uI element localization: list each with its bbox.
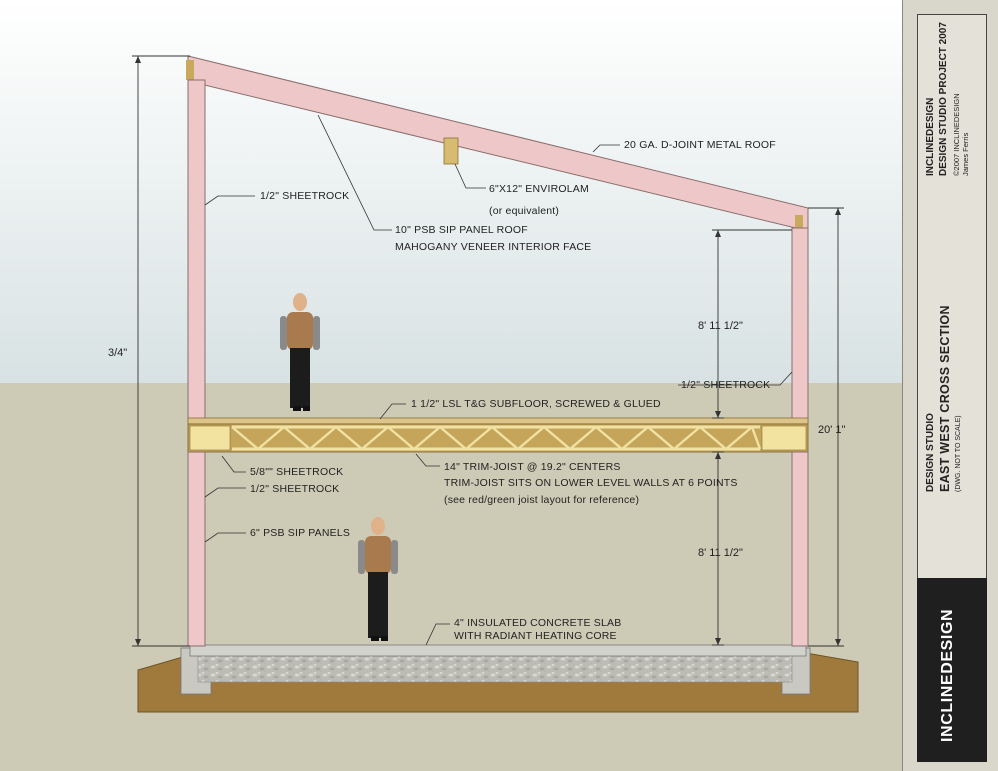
label-sip-roof-line2: MAHOGANY VENEER INTERIOR FACE — [395, 241, 591, 253]
label-beam-line2: (or equivalent) — [489, 205, 559, 217]
label-slab-line2: WITH RADIANT HEATING CORE — [454, 630, 617, 642]
truss-web-member — [309, 426, 337, 450]
dim-label-upper-level: 8' 11 1/2" — [698, 320, 743, 332]
dim-label-left-total: 3/4" — [108, 347, 127, 359]
tb-author: James Ferris — [961, 132, 970, 176]
leader-lines — [204, 114, 793, 646]
brand-panel — [917, 578, 987, 762]
concrete-slab — [189, 644, 807, 657]
envirolam-beam — [443, 137, 459, 165]
label-sheetrock-upper-right: 1/2" SHEETROCK — [681, 379, 770, 391]
truss-web-member — [673, 426, 701, 450]
roof-sill-left — [186, 60, 194, 80]
dim-label-right-total: 20' 1" — [818, 424, 846, 436]
subfloor — [187, 417, 809, 425]
truss-web-member — [361, 426, 389, 450]
label-joist-line3: (see red/green joist layout for referenc… — [444, 494, 639, 506]
truss-web-member — [387, 426, 415, 450]
sky-background — [0, 0, 902, 383]
truss-web-member — [750, 426, 762, 450]
truss-web-member — [699, 426, 727, 450]
label-slab-line1: 4" INSULATED CONCRETE SLAB — [454, 617, 621, 629]
tb-brand: INCLINEDESIGN — [939, 608, 956, 742]
truss-web-member — [517, 426, 545, 450]
lower-left-wall — [187, 451, 206, 647]
label-sheetrock-ceiling: 5/8"" SHEETROCK — [250, 466, 343, 478]
dim-left-total — [132, 55, 190, 647]
tb-sheet-title: EAST WEST CROSS SECTION — [938, 305, 952, 492]
label-sip-roof-line1: 10" PSB SIP PANEL ROOF — [395, 224, 528, 236]
truss-web-member — [231, 426, 259, 450]
upper-left-wall — [187, 79, 206, 423]
tb-company: INCLINEDESIGN — [925, 97, 936, 176]
person-lower-level — [358, 517, 398, 641]
truss-web-member — [621, 426, 649, 450]
rim-block-left — [189, 425, 231, 451]
dim-label-lower-level: 8' 11 1/2" — [698, 547, 743, 559]
label-sheetrock-lower-left: 1/2" SHEETROCK — [250, 483, 339, 495]
dim-lower-level — [712, 451, 724, 646]
label-sip-walls: 6" PSB SIP PANELS — [250, 527, 350, 539]
person-upper-level — [280, 293, 320, 411]
joist-truss-web — [231, 425, 762, 451]
truss-web-member — [647, 426, 675, 450]
truss-web-member — [439, 426, 467, 450]
trim-joist-zone — [187, 423, 809, 453]
truss-web-member — [413, 426, 441, 450]
dim-right-total — [808, 207, 844, 647]
truss-web-member — [725, 426, 753, 450]
truss-web-member — [569, 426, 597, 450]
truss-web-member — [543, 426, 571, 450]
truss-web-member — [283, 426, 311, 450]
label-subfloor: 1 1/2" LSL T&G SUBFLOOR, SCREWED & GLUED — [411, 398, 661, 410]
title-block: INCLINEDESIGN DESIGN STUDIO PROJECT 2007… — [902, 0, 998, 771]
truss-web-member — [595, 426, 623, 450]
truss-web-member — [491, 426, 519, 450]
lower-right-wall — [791, 451, 809, 647]
tb-scale-note: (DWG. NOT TO SCALE) — [955, 415, 962, 492]
label-roof: 20 GA. D-JOINT METAL ROOF — [624, 139, 776, 151]
tb-studio: DESIGN STUDIO — [925, 413, 936, 492]
gravel-bed — [197, 655, 793, 683]
truss-web-member — [335, 426, 363, 450]
label-beam-line1: 6"X12" ENVIROLAM — [489, 183, 589, 195]
label-joist-line1: 14" TRIM-JOIST @ 19.2" CENTERS — [444, 461, 621, 473]
rim-block-right — [761, 425, 807, 451]
tb-copyright: ©2007 INCLINEDESIGN — [952, 93, 961, 176]
tb-project: DESIGN STUDIO PROJECT 2007 — [938, 22, 949, 176]
roof-sill-right — [795, 215, 803, 231]
truss-web-member — [465, 426, 493, 450]
truss-web-member — [257, 426, 285, 450]
label-sheetrock-upper-left: 1/2" SHEETROCK — [260, 190, 349, 202]
upper-right-wall — [791, 227, 809, 423]
label-joist-line2: TRIM-JOIST SITS ON LOWER LEVEL WALLS AT … — [444, 477, 738, 489]
cross-section-drawing: 20 GA. D-JOINT METAL ROOF 1/2" SHEETROCK… — [0, 0, 902, 771]
dim-upper-level — [712, 229, 792, 419]
